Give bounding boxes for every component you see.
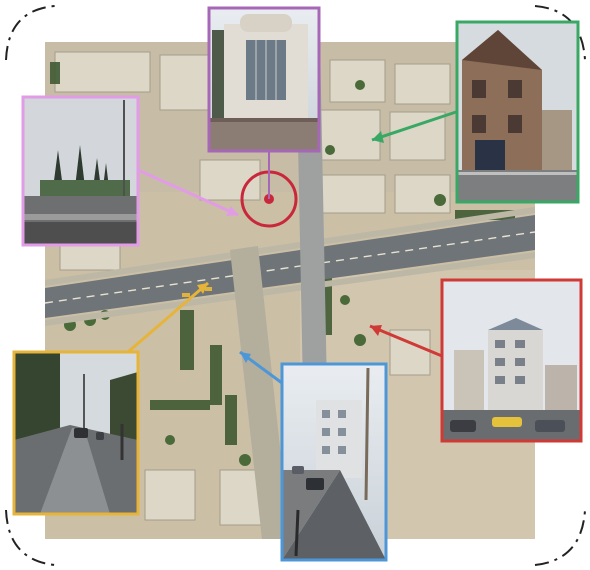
- photo-mid-right: [440, 278, 583, 443]
- photo-bottom: [280, 362, 388, 562]
- pointer-arrows: [127, 110, 457, 385]
- photo-top: [207, 6, 321, 153]
- photo-right: [455, 20, 580, 204]
- location-marker: [240, 150, 298, 228]
- photo-left: [21, 95, 140, 247]
- photo-bottom-left: [12, 350, 140, 516]
